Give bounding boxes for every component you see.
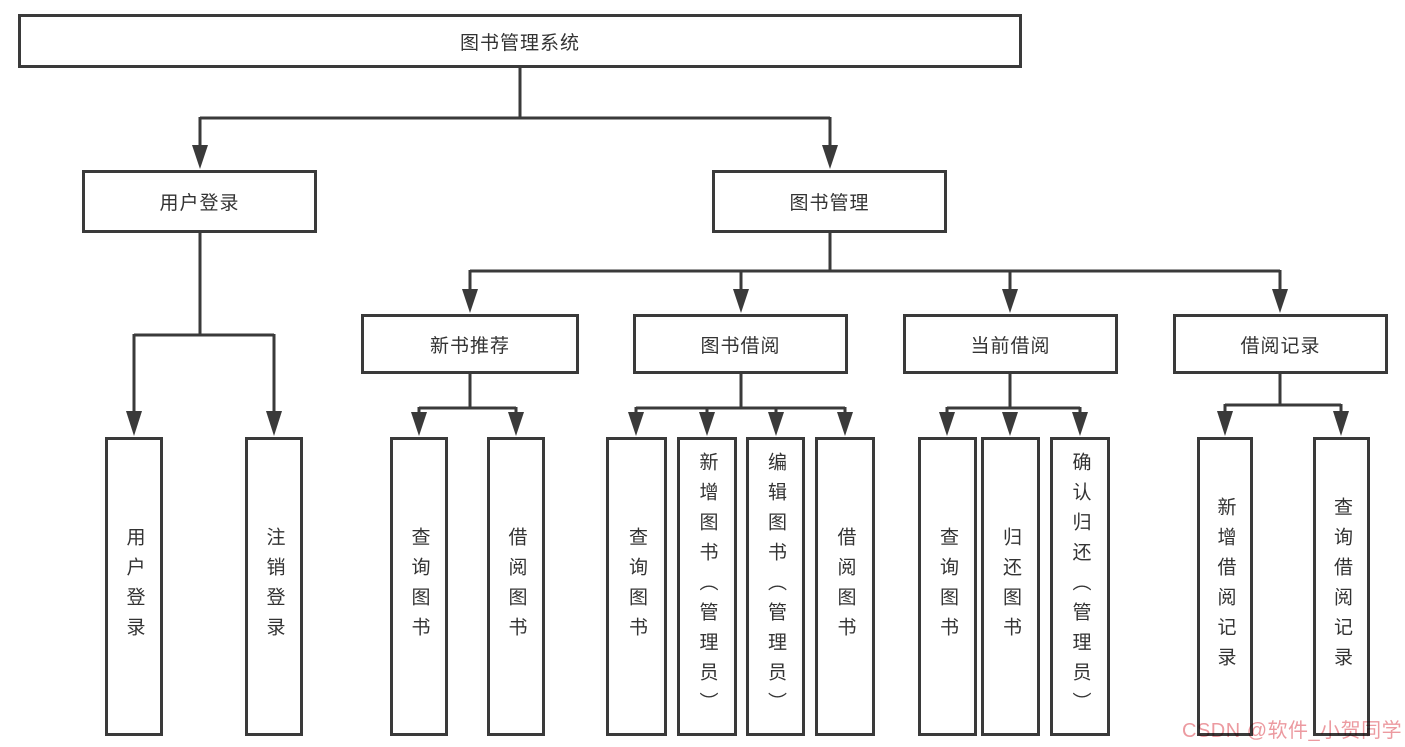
edge-book-management-children — [462, 233, 1288, 313]
edge-root-to-level2 — [192, 68, 838, 169]
arrowhead — [628, 412, 644, 436]
edge-borrowing-records-children — [1217, 374, 1349, 436]
arrowhead — [126, 411, 142, 436]
node-borrowing-records: 借阅记录 — [1173, 314, 1388, 374]
node-label: 用户登录 — [123, 526, 145, 647]
node-label: 注销登录 — [263, 526, 285, 647]
node-label: 确认归还（管理员） — [1069, 451, 1091, 722]
node-label: 查询图书 — [408, 526, 430, 647]
node-label: 用户登录 — [159, 193, 240, 214]
arrowhead — [1333, 411, 1349, 436]
node-root: 图书管理系统 — [18, 14, 1022, 68]
leaf-user-login: 用户登录 — [105, 437, 163, 736]
node-book-borrowing: 图书借阅 — [633, 314, 848, 374]
node-new-book-recommend: 新书推荐 — [361, 314, 579, 374]
leaf-borrowing-add-books-admin: 新增图书（管理员） — [677, 437, 737, 736]
leaf-current-query-books: 查询图书 — [918, 437, 977, 736]
node-label: 查询图书 — [626, 526, 647, 647]
node-label: 新书推荐 — [429, 335, 510, 357]
node-label: 借阅图书 — [834, 526, 856, 647]
arrowhead — [699, 412, 715, 436]
node-label: 查询图书 — [937, 526, 958, 647]
leaf-borrowing-query-books: 查询图书 — [606, 437, 667, 736]
arrowhead — [1272, 289, 1288, 313]
edge-book-borrowing-children — [628, 374, 853, 436]
leaf-current-return-books: 归还图书 — [981, 437, 1040, 736]
arrowhead — [192, 145, 208, 169]
leaf-current-confirm-return-admin: 确认归还（管理员） — [1050, 437, 1110, 736]
csdn-watermark: CSDN @软件_小贺同学 — [1182, 720, 1403, 742]
leaf-recommend-query-books: 查询图书 — [390, 437, 448, 736]
node-label: 借阅记录 — [1240, 335, 1321, 357]
leaf-records-add-borrow-record: 新增借阅记录 — [1197, 437, 1253, 736]
edge-user-login-children — [126, 233, 282, 436]
node-label: 查询借阅记录 — [1331, 496, 1352, 677]
arrowhead — [939, 412, 955, 436]
node-label: 当前借阅 — [970, 335, 1051, 357]
arrowhead — [1217, 411, 1233, 436]
arrowhead — [508, 412, 524, 436]
arrowhead — [1002, 412, 1018, 436]
arrowhead — [411, 412, 427, 436]
arrowhead — [768, 412, 784, 436]
arrowhead — [1002, 289, 1018, 313]
node-label: 图书管理系统 — [459, 32, 580, 54]
arrowhead — [837, 412, 853, 436]
arrowhead — [733, 289, 749, 313]
arrowhead — [1072, 412, 1088, 436]
arrowhead — [462, 289, 478, 313]
node-label: 归还图书 — [1000, 526, 1021, 647]
arrowhead — [266, 411, 282, 436]
node-label: 新增图书（管理员） — [696, 451, 718, 722]
node-label: 新增借阅记录 — [1214, 496, 1236, 677]
node-label: 图书借阅 — [700, 335, 781, 357]
node-current-borrowing: 当前借阅 — [903, 314, 1118, 374]
leaf-borrowing-edit-books-admin: 编辑图书（管理员） — [746, 437, 805, 736]
node-user-login: 用户登录 — [82, 170, 317, 233]
node-label: 借阅图书 — [505, 526, 527, 647]
node-book-management: 图书管理 — [712, 170, 947, 233]
edge-new-book-recommend-children — [411, 374, 524, 436]
edge-current-borrowing-children — [939, 374, 1088, 436]
node-label: 图书管理 — [789, 193, 870, 214]
arrowhead — [822, 145, 838, 169]
leaf-recommend-borrow-books: 借阅图书 — [487, 437, 545, 736]
leaf-borrowing-borrow-books: 借阅图书 — [815, 437, 875, 736]
leaf-records-query-borrow-record: 查询借阅记录 — [1313, 437, 1370, 736]
leaf-logout: 注销登录 — [245, 437, 303, 736]
node-label: 编辑图书（管理员） — [765, 451, 786, 722]
